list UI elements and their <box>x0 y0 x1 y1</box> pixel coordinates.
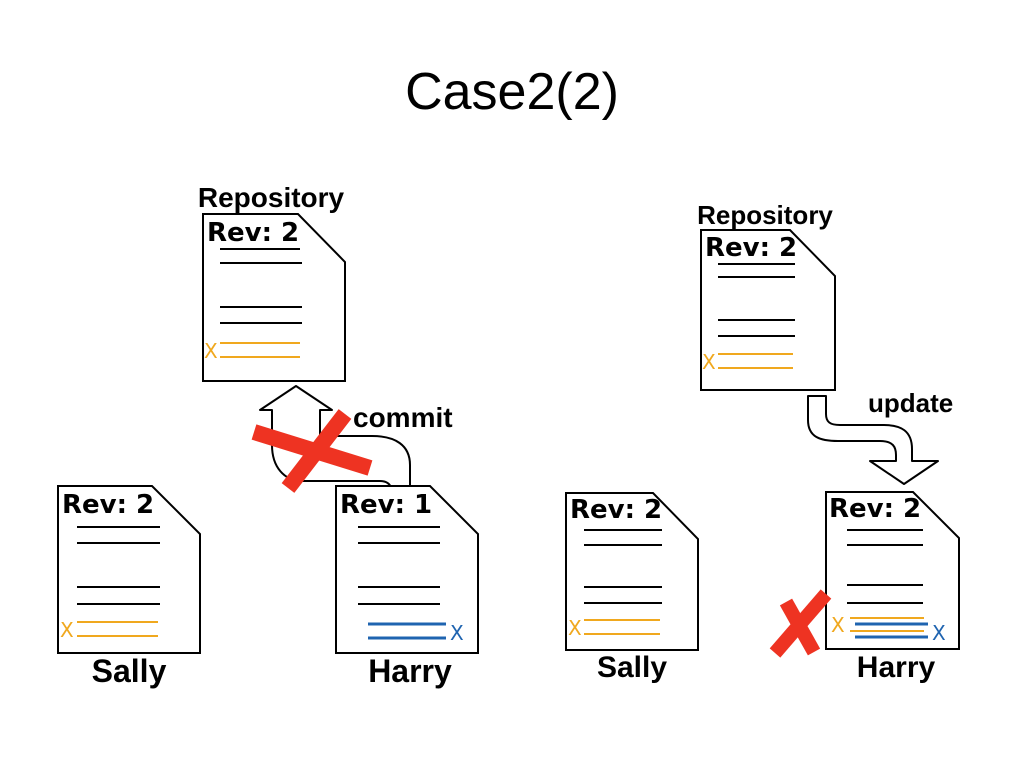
sally-change-lines <box>850 617 924 632</box>
revision-label: Rev: 1 <box>340 490 432 520</box>
text-lines <box>847 529 923 604</box>
document-shape <box>565 492 699 651</box>
harry-change-lines <box>368 622 446 640</box>
sally-change-marker: X <box>831 613 845 637</box>
sally-change-lines <box>77 621 158 637</box>
text-lines <box>584 529 662 604</box>
revision-label: Rev: 2 <box>207 218 299 248</box>
update-arrow: update <box>807 388 953 485</box>
revision-label: Rev: 2 <box>570 495 662 525</box>
revision-label: Rev: 2 <box>62 490 154 520</box>
sally-label-right: Sally <box>597 651 667 684</box>
commit-label: commit <box>353 402 453 433</box>
slide-title: Case2(2) <box>405 63 619 121</box>
harry-change-lines <box>855 622 928 639</box>
document-shape <box>825 491 960 650</box>
harry-change-marker: X <box>932 621 946 645</box>
sally-change-lines <box>220 342 300 358</box>
sally-change-marker: X <box>568 616 582 640</box>
sally-change-marker: X <box>204 339 218 363</box>
sally-change-lines <box>584 619 660 635</box>
revision-label: Rev: 2 <box>705 233 797 263</box>
repository-document-right: Repository Rev: 2 X <box>697 200 836 391</box>
document-shape <box>700 229 836 391</box>
sally-change-lines <box>718 353 793 369</box>
rejected-x-icon <box>251 409 373 493</box>
sally-label-left: Sally <box>92 653 167 689</box>
harry-label-left: Harry <box>368 653 452 689</box>
harry-document-left: Rev: 1 X Harry <box>335 485 479 689</box>
text-lines <box>220 248 302 324</box>
text-lines <box>77 526 160 605</box>
document-shape <box>202 213 346 382</box>
update-label: update <box>868 388 953 418</box>
sally-document-left: Rev: 2 X Sally <box>57 485 201 689</box>
revision-label: Rev: 2 <box>829 494 921 524</box>
sally-change-marker: X <box>60 618 74 642</box>
repository-label-left: Repository <box>198 182 345 213</box>
text-lines <box>718 263 795 337</box>
sally-change-marker: X <box>702 350 716 374</box>
sally-document-right: Rev: 2 X Sally <box>565 492 699 684</box>
harry-document-right: Rev: 2 X X Harry <box>825 491 960 684</box>
conflict-x-icon <box>769 589 832 658</box>
text-lines <box>358 526 440 605</box>
harry-change-marker: X <box>450 621 464 645</box>
harry-label-right: Harry <box>857 651 936 684</box>
repository-document-left: Repository Rev: 2 X <box>198 182 346 382</box>
repository-label-right: Repository <box>697 200 833 230</box>
